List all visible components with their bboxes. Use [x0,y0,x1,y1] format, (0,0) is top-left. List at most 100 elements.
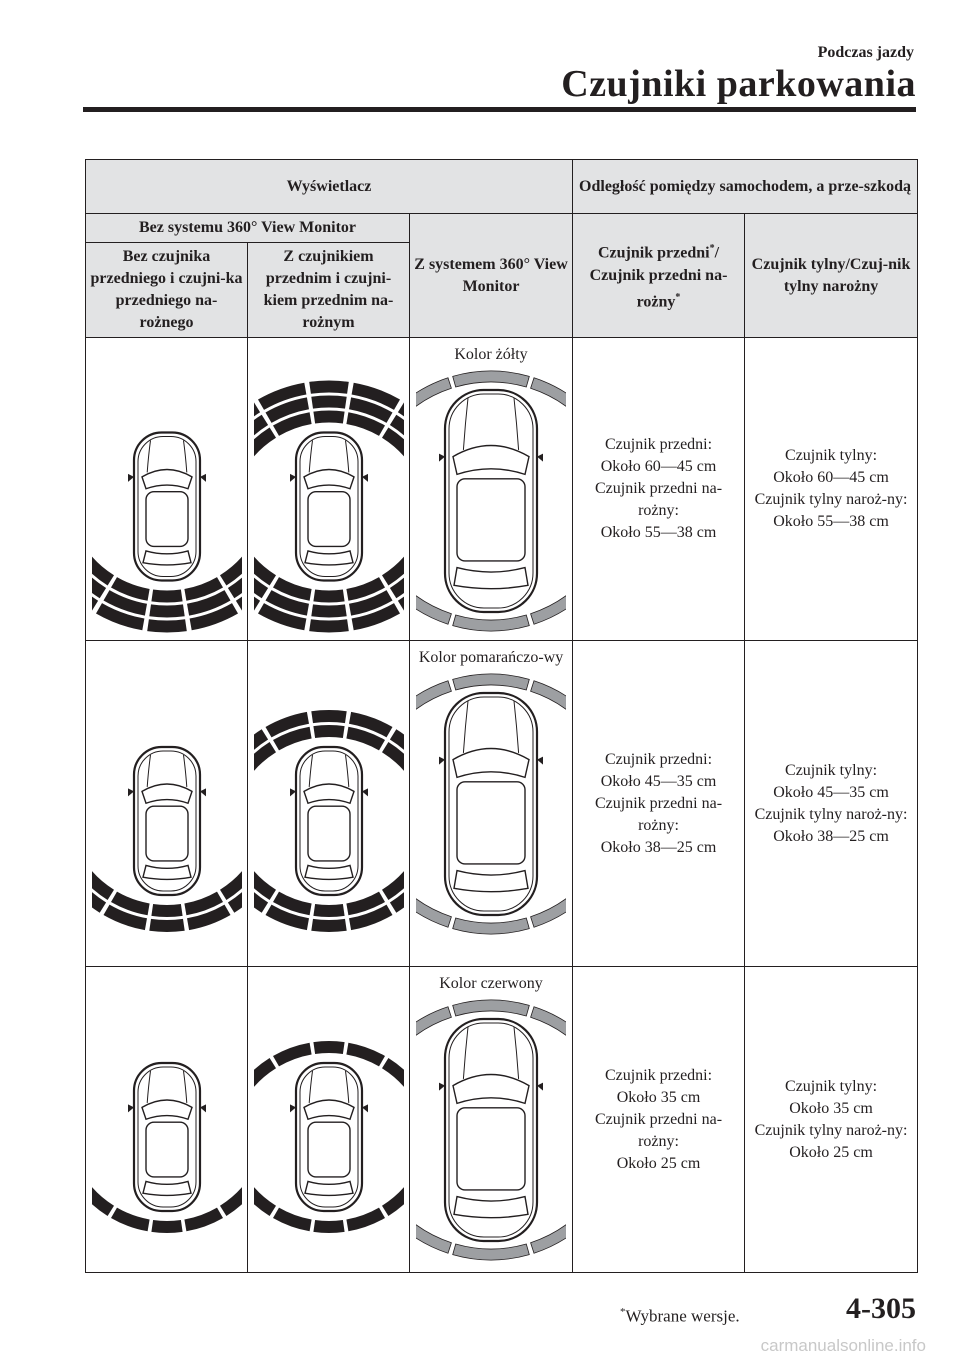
car-top-view [127,431,206,582]
front-distance-cell: Czujnik przedni: Około 35 cm Czujnik prz… [572,966,746,1273]
fig-cell-360: Kolor czerwony [408,966,574,1273]
car-front-rear-sensors-figure [253,709,404,933]
sensor-arc-segment [345,891,385,916]
hood-lines [146,1070,187,1103]
rear-window [453,869,529,893]
sensor-arc-segment [150,589,183,603]
sensor-arc-segment [345,412,385,436]
rear-window [453,566,529,590]
sensor-arc-segment [253,742,276,771]
page-title: Czujniki parkowania [561,63,916,105]
sensor-arc-segment [272,577,312,601]
rear-360-arcs [416,898,566,935]
rear-360-arcs [416,1224,566,1261]
sensor-arc-segment [110,891,150,916]
header-no-360: Bez systemu 360° View Monitor [85,213,410,243]
car-rear-sensors-figure [91,745,242,933]
sensor-arc-segment [91,892,106,913]
sensor-arc-segment [381,871,404,900]
sensor-arc-segment [345,577,385,601]
sensor-arc-segment [272,726,312,751]
sensor-arc-segment [95,603,144,631]
front-360-arcs [416,673,566,710]
watermark: carmanualsonline.info [760,1336,926,1355]
sensor-arc-segment [351,382,400,410]
car-body-inner [137,750,196,892]
sensor-arc-segment [312,410,345,424]
sensor-arc-segment [103,590,147,616]
car-top-view [127,1061,206,1213]
car-360-figure [416,999,566,1261]
car-top-view [289,745,368,897]
sensor-arc-segment [310,395,347,409]
sensor-arc-segment [310,918,347,933]
sensor-arc-segment [416,898,452,928]
sensor-arc-segment [452,673,530,691]
front-distance-cell: Czujnik przedni: Około 45—35 cm Czujnik … [572,640,746,967]
car-body-inner [299,1066,358,1208]
sensor-arc-segment [530,1224,566,1254]
car-front-rear-sensors-figure [253,380,404,633]
car-body-inner [299,750,358,892]
color-label: Kolor pomarańczo-wy [418,649,564,666]
rear-corner-label: Czujnik tylny naroż-ny: [754,491,908,508]
header-rear-sensor: Czujnik tylny/Czuj-nik tylny narożny [744,213,919,338]
car-top-view [289,431,368,582]
sensor-arc-segment [110,577,150,601]
sensor-arc-segment [308,380,349,394]
rear-sensor-label: Czujnik tylny: [785,761,878,779]
rear-distance-cell: Czujnik tylny: Około 45—35 cm Czujnik ty… [744,640,919,967]
windshield [140,783,193,805]
rear-window [303,550,354,566]
front-corner-label: Czujnik przedni na-rożny: [594,1110,723,1150]
sensor-arc-segment [416,1224,452,1254]
hood-lines [308,1070,349,1103]
header-distance: Odległość pomiędzy samochodem, a prze-sz… [572,159,919,214]
sensor-arc-segment [91,556,114,586]
sensor-arc-segment [351,603,400,631]
sensor-arc-segment [272,1042,312,1067]
car-body [132,1061,201,1213]
car-front-rear-sensors-figure [253,1041,404,1233]
sensor-arc-segment [183,577,223,601]
sensor-arc-segment [272,891,312,916]
header-front-star2: * [675,291,681,303]
sensor-arc-segment [381,427,404,457]
sensor-arc-segment [103,904,147,931]
sensor-arc-segment [253,1058,276,1087]
sensor-arc-segment [183,1207,223,1232]
sensor-arc-segment [308,619,349,633]
car-body-inner [137,1066,196,1208]
header-rule [83,107,916,112]
sensor-arc-segment [91,577,106,599]
sensor-arc-segment [272,1207,312,1232]
hood-lines [146,754,187,787]
car-360-top-view [439,388,543,614]
sensor-arc-segment [257,603,306,631]
front-sensor-label: Czujnik przedni: [604,750,713,768]
sensor-arc-segment [312,904,345,917]
table-row: Kolor pomarańczo-wy Czujnik przedni: Oko… [85,640,919,967]
car-body [294,745,363,897]
car-360-top-view [439,691,543,917]
footnote: *Wybrane wersje. [620,1306,740,1327]
sensor-arc-segment [397,402,404,417]
sensor-arc-segment [91,871,114,900]
rear-sensor-value: Około 60—45 cm [773,469,889,486]
sensor-arc-segment [253,892,268,913]
parking-sensor-table: Wyświetlacz Odległość pomiędzy samochode… [84,159,919,1273]
fig-cell-no-front [85,966,248,1273]
sensor-arc-segment [416,680,452,710]
sensor-arc-segment [265,904,309,931]
section-label: Podczas jazdy [817,44,914,61]
sensor-arc-segment [312,1041,345,1054]
sensor-arc-segment [416,1006,452,1036]
sensor-arc-segment [389,892,404,913]
car-body [294,1061,363,1213]
header-with-360: Z systemem 360° View Monitor [408,213,574,338]
car-360-top-view [439,1017,543,1243]
rear-corner-value: Około 25 cm [789,1143,873,1161]
sensor-arc-segment [253,402,260,417]
sensor-arc-segment [389,729,404,750]
sensor-arc-segment [389,414,404,436]
